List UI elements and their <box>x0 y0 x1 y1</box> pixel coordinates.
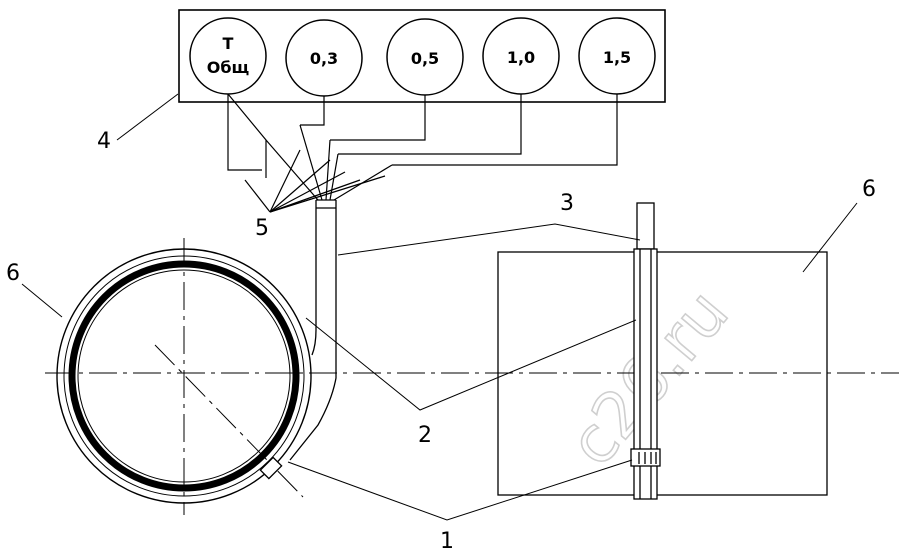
gauge-total-line2: Общ <box>207 58 249 77</box>
leader-2 <box>305 317 637 411</box>
cable <box>289 199 337 461</box>
leader-5-d <box>269 171 346 213</box>
label-5: 5 <box>255 216 269 241</box>
wire-fan-3 <box>325 139 331 201</box>
gauge-total-line1: Т <box>223 34 234 53</box>
leader-lines <box>21 93 858 521</box>
sensor-axis-line <box>154 344 304 498</box>
wire-0-3 <box>300 96 325 126</box>
leader-5-a <box>244 179 271 213</box>
pipe-side-view <box>497 251 828 496</box>
wiring <box>227 93 618 213</box>
leader-5-f <box>269 175 386 213</box>
wire-fan-1 <box>265 139 319 201</box>
probe-top <box>636 202 655 250</box>
leader-5-b <box>269 149 301 213</box>
pipe-inner-ring <box>77 269 291 483</box>
center-lines <box>45 238 899 515</box>
pipe-cross-section <box>56 248 312 504</box>
pipe-insulation-ring <box>63 255 305 497</box>
label-2: 2 <box>418 423 432 448</box>
label-6-right: 6 <box>862 177 876 202</box>
cable-right-edge <box>289 200 337 461</box>
wire-total-left <box>227 94 262 171</box>
gauge-0-3-label: 0,3 <box>310 49 338 68</box>
pipe-sensor-body <box>259 456 283 480</box>
leader-1 <box>287 459 633 521</box>
leader-6-left <box>21 283 63 318</box>
gauge-total <box>189 17 267 95</box>
wire-total-right <box>227 93 267 178</box>
leader-5-e <box>269 179 361 213</box>
probe <box>630 202 661 500</box>
pipe-outer-ring <box>56 248 312 504</box>
panel-frame <box>178 9 666 103</box>
pipe-wall <box>68 260 300 492</box>
pipe-side-rect <box>497 251 828 496</box>
leader-6-right <box>802 202 858 273</box>
label-6-left: 6 <box>6 261 20 286</box>
leader-3 <box>337 223 641 256</box>
gauge-1-0-label: 1,0 <box>507 48 535 67</box>
label-3: 3 <box>560 191 574 216</box>
gauge-1-5-label: 1,5 <box>603 48 631 67</box>
wire-fan-2 <box>299 124 323 201</box>
label-1: 1 <box>440 529 454 550</box>
instrument-panel: Т Общ 0,3 0,5 1,0 1,5 <box>178 9 666 103</box>
wire-1-5 <box>392 94 618 166</box>
leader-4 <box>116 93 179 141</box>
gauge-0-5-label: 0,5 <box>411 49 439 68</box>
wire-1-0 <box>338 94 522 155</box>
pipe-sensor <box>259 456 283 480</box>
label-4: 4 <box>97 129 111 154</box>
wire-0-5 <box>330 95 426 141</box>
cable-left-edge <box>311 200 317 356</box>
leader-5-c <box>269 159 331 213</box>
